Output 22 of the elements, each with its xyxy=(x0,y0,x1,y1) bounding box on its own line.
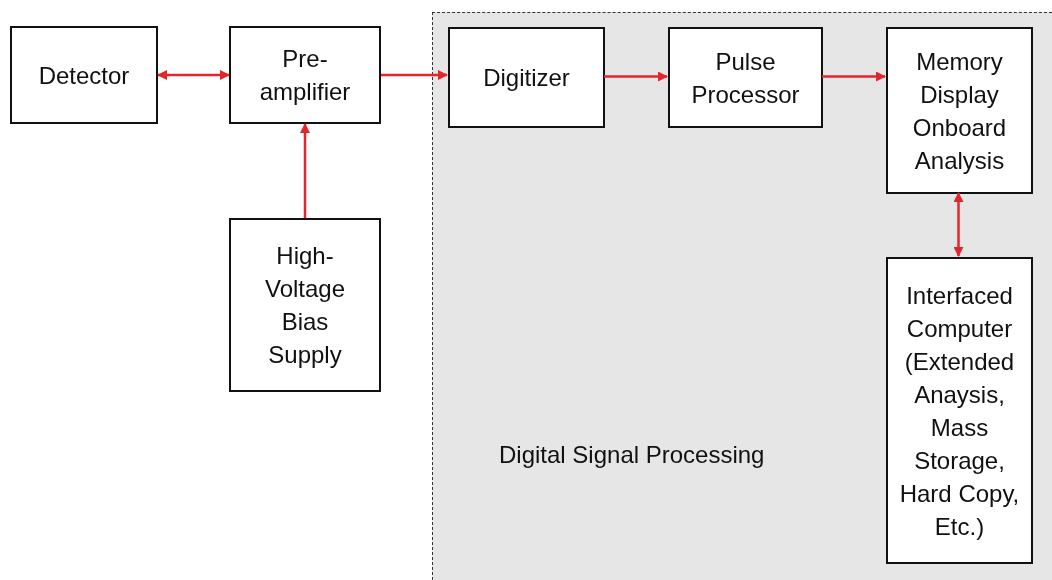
box-label: Interfaced Computer (Extended Anaysis, Mass Storage, Hard Copy, Etc.) xyxy=(898,280,1021,542)
process-box xyxy=(10,26,158,124)
region-background xyxy=(432,12,1052,580)
box-label: Memory Display Onboard Analysis xyxy=(911,46,1008,176)
arrow xyxy=(953,192,964,257)
box-label: Detector xyxy=(37,60,131,91)
box-label: High-Voltage Bias Supply xyxy=(263,241,347,370)
box-label: Pulse Processor xyxy=(690,46,801,110)
box-label: Digitizer xyxy=(482,63,571,93)
process-box xyxy=(229,26,381,124)
box-label: Pre-amplifier xyxy=(258,44,352,107)
process-box xyxy=(229,218,381,392)
arrow xyxy=(381,70,448,80)
process-box xyxy=(448,27,605,128)
process-box xyxy=(668,27,823,128)
process-box xyxy=(886,257,1033,564)
arrow xyxy=(604,71,668,82)
process-box xyxy=(886,27,1033,194)
arrow xyxy=(822,71,886,82)
region-label: Digital Signal Processing xyxy=(499,441,765,469)
arrow xyxy=(300,123,310,218)
arrow xyxy=(157,70,230,80)
